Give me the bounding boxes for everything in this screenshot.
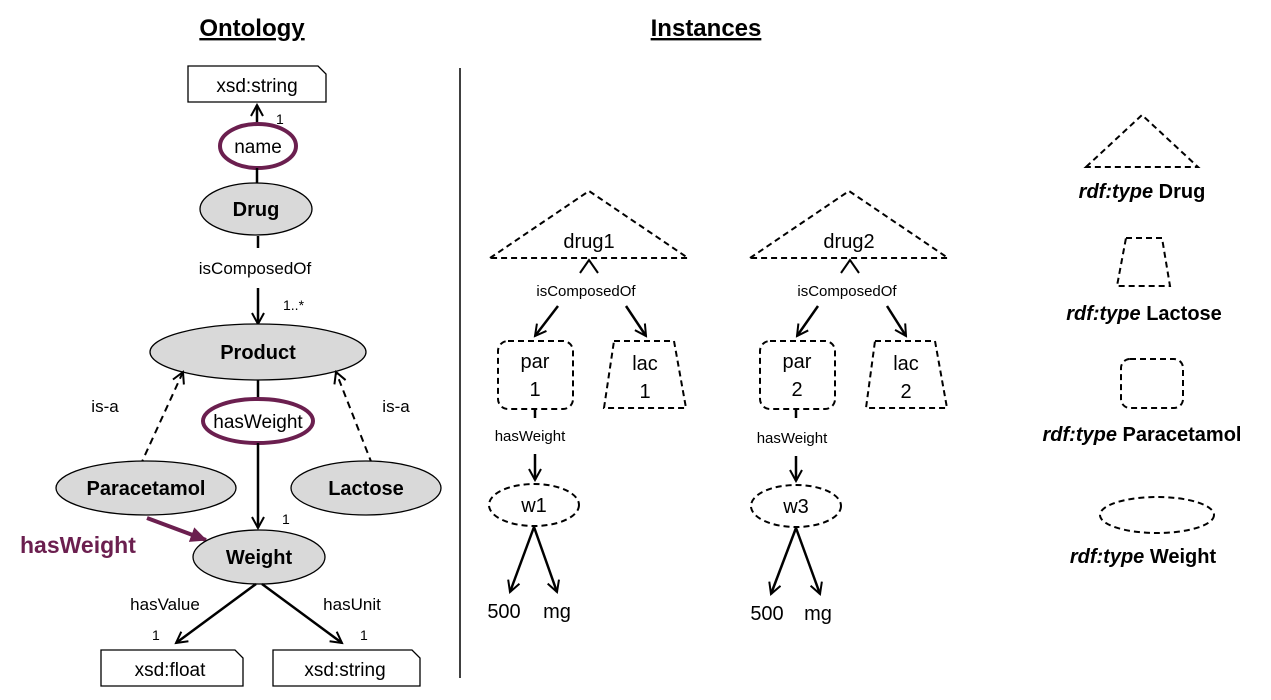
drug1-lac1-edge [624, 305, 646, 336]
paracetamol-class-node [55, 460, 237, 516]
w1-instance-ellipse [488, 483, 580, 527]
mult-unit: 1 [360, 627, 368, 643]
drug2-label: drug2 [823, 231, 874, 253]
is-a-right-label: is-a [382, 397, 410, 416]
is-a-left-label: is-a [91, 397, 119, 416]
mult-value: 1 [152, 627, 160, 643]
is-a-right-edge [336, 372, 373, 465]
par1-label-line2: 1 [529, 379, 540, 401]
heading-instances: Instances [651, 15, 762, 42]
drug2-lac2-edge [885, 305, 906, 336]
legend-weight-text: rdf:type Weight [1070, 546, 1217, 568]
drug1-caret [579, 258, 599, 274]
lac2-instance-trapezoid [864, 340, 949, 409]
w3-value-edge [771, 527, 798, 594]
drug1-is-composed-of-label: isComposedOf [536, 283, 636, 300]
lac1-label-line1: lac [632, 353, 658, 375]
legend-lactose-shape [1115, 237, 1172, 287]
has-value-edge [176, 582, 257, 643]
legend-drug-text: rdf:type Drug [1079, 181, 1206, 203]
w1-label: w1 [520, 495, 547, 517]
w1-unit-edge [532, 526, 557, 592]
is-a-left-edge [139, 372, 183, 467]
drug1-label: drug1 [563, 231, 614, 253]
drug2-par2-edge [797, 305, 820, 336]
has-unit-edge [261, 582, 342, 643]
w3-unit-edge [794, 527, 820, 594]
legend-paracetamol-text: rdf:type Paracetamol [1043, 424, 1242, 446]
w1-unit: mg [543, 601, 571, 623]
legend-paracetamol-prefix: rdf:type [1043, 424, 1117, 446]
drug2-instance-triangle [746, 189, 952, 259]
weight-class-node [192, 529, 326, 585]
par1-label-line1: par [521, 351, 550, 373]
xsd-string-bottom-box: xsd:string [272, 649, 421, 687]
hasweight-accent-arrow [146, 516, 208, 542]
legend-drug-type: Drug [1159, 181, 1206, 203]
xsd-string-top-box: xsd:string [187, 65, 327, 103]
w1-value: 500 [487, 601, 520, 623]
mult-composed: 1..* [283, 297, 305, 313]
par1-instance-box [497, 340, 574, 410]
xsd-string-bottom-label: xsd:string [304, 660, 385, 681]
lac1-label-line2: 1 [639, 381, 650, 403]
lac2-label-line1: lac [893, 353, 919, 375]
legend-weight-prefix: rdf:type [1070, 546, 1144, 568]
is-composed-of-label: isComposedOf [199, 259, 312, 278]
weight-class-label: Weight [226, 547, 293, 569]
legend-lactose-text: rdf:type Lactose [1066, 303, 1222, 325]
xsd-string-top-label: xsd:string [216, 76, 297, 97]
par2-instance-box [759, 340, 836, 410]
has-unit-label: hasUnit [323, 595, 381, 614]
legend-paracetamol-type: Paracetamol [1123, 424, 1242, 446]
xsd-float-box: xsd:float [100, 649, 244, 687]
name-property-label: name [234, 137, 282, 158]
lac2-label-line2: 2 [900, 381, 911, 403]
drug1-instance-triangle [486, 189, 692, 259]
drug-class-node [199, 182, 313, 236]
paracetamol-class-label: Paracetamol [87, 478, 206, 500]
w3-unit: mg [804, 603, 832, 625]
w3-label: w3 [782, 496, 809, 518]
hasweight-accent-label: hasWeight [20, 532, 136, 558]
drug2-caret [840, 258, 860, 274]
drug1-par1-edge [535, 305, 559, 336]
drug2-is-composed-of-label: isComposedOf [797, 283, 897, 300]
mult-weight: 1 [282, 511, 290, 527]
product-class-label: Product [220, 342, 296, 364]
par2-label-line2: 2 [791, 379, 802, 401]
par2-label-line1: par [783, 351, 812, 373]
w1-value-edge [510, 526, 536, 592]
legend-drug-shape [1083, 113, 1201, 168]
mult-name: 1 [276, 111, 284, 127]
par1-hasweight-label: hasWeight [495, 428, 566, 445]
hasweight-property-label: hasWeight [213, 412, 303, 433]
w3-value: 500 [750, 603, 783, 625]
legend-paracetamol-shape [1120, 358, 1184, 409]
lac1-instance-trapezoid [602, 340, 688, 409]
w3-instance-ellipse [750, 484, 842, 528]
legend-lactose-type: Lactose [1146, 303, 1222, 325]
lactose-class-node [290, 460, 442, 516]
xsd-float-label: xsd:float [135, 660, 206, 681]
lactose-class-label: Lactose [328, 478, 404, 500]
heading-ontology: Ontology [199, 15, 305, 42]
has-value-label: hasValue [130, 595, 200, 614]
drug-class-label: Drug [233, 199, 280, 221]
legend-weight-type: Weight [1150, 546, 1217, 568]
legend-weight-shape [1099, 496, 1215, 534]
par2-hasweight-label: hasWeight [757, 430, 828, 447]
legend-lactose-prefix: rdf:type [1066, 303, 1140, 325]
legend-drug-prefix: rdf:type [1079, 181, 1153, 203]
